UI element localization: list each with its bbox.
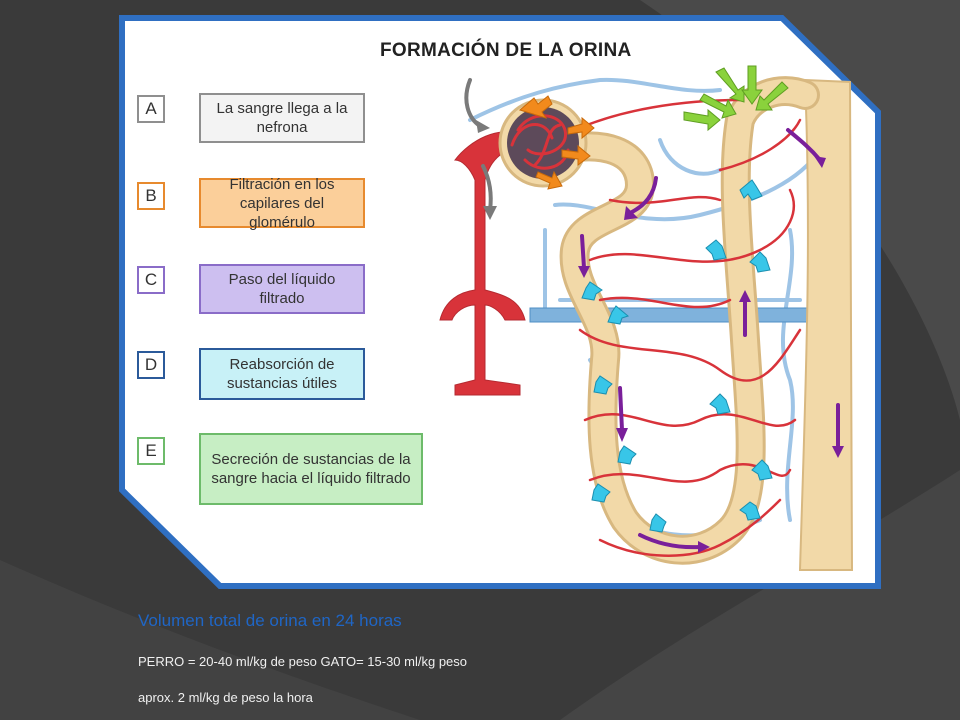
horizontal-vein [529,307,831,323]
diagram-title: FORMACIÓN DE LA ORINA [380,40,632,61]
step-box-a: La sangre llega a la nefrona [199,93,365,143]
footer-line-hourly: aprox. 2 ml/kg de peso la hora [138,690,313,705]
reabsorption-arrows [581,179,773,533]
collecting-duct [798,78,854,571]
step-box-d: Reabsorción de sustancias útiles [199,348,365,400]
filtration-arrows [518,95,595,190]
step-letter-e: E [137,437,165,465]
step-text-b: Filtración en los capilares del glomérul… [229,175,335,231]
step-text-c: Paso del líquido filtrado [228,271,336,307]
step-box-e: Secreción de sustancias de la sangre hac… [199,433,423,505]
step-letter-c: C [137,266,165,294]
step-text-d: Reabsorción de sustancias útiles [226,356,338,392]
secretion-arrows [683,65,789,132]
step-letter-a: A [137,95,165,123]
step-box-b: Filtración en los capilares del glomérul… [199,176,365,231]
step-text-e: Secreción de sustancias de la sangre hac… [211,451,411,487]
step-letter-b: B [137,182,165,210]
step-text-a: La sangre llega a la nefrona [216,100,348,136]
footer-line-species: PERRO = 20-40 ml/kg de peso GATO= 15-30 … [138,654,468,669]
step-letter-d: D [137,351,165,379]
step-box-c: Paso del líquido filtrado [199,264,365,314]
footer-heading: Volumen total de orina en 24 horas [138,611,402,630]
